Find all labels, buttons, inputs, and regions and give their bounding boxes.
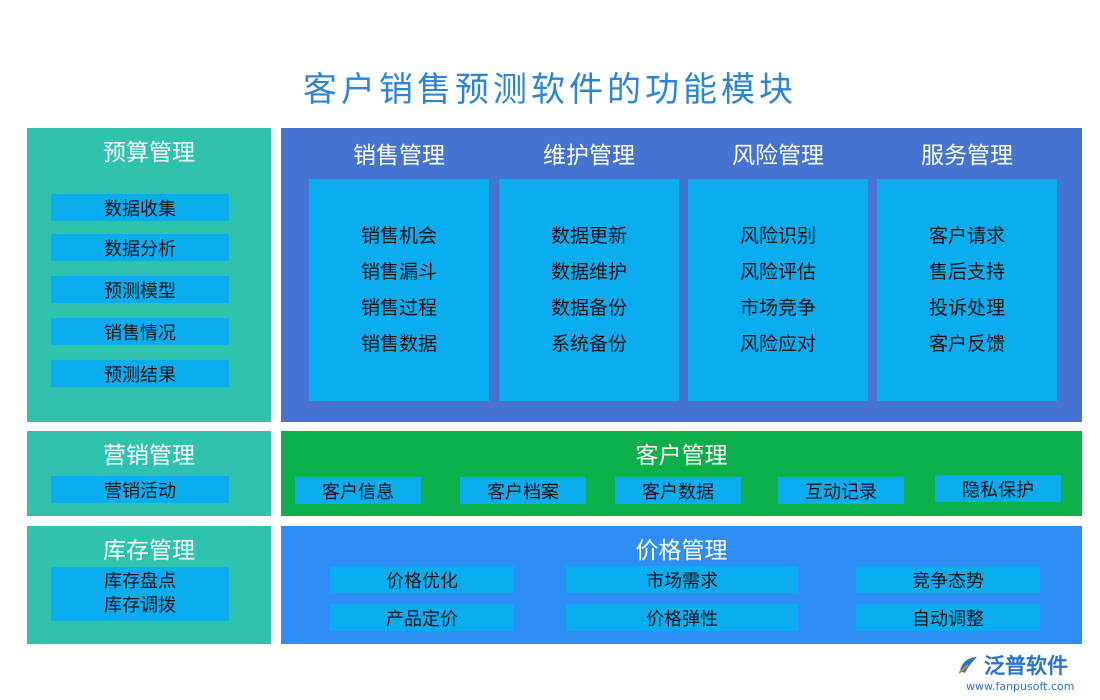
group-title-sales: 销售管理 — [353, 143, 445, 169]
group-title-maintenance: 维护管理 — [543, 143, 635, 169]
budget-item: 数据收集 — [51, 194, 229, 221]
group-title-risk: 风险管理 — [732, 143, 824, 169]
page-title: 客户销售预测软件的功能模块 — [303, 70, 797, 110]
pricing-item: 产品定价 — [330, 604, 514, 631]
group-item: 数据备份 — [550, 296, 627, 319]
group-box-sales: 销售机会 销售漏斗 销售过程 销售数据 — [309, 179, 489, 401]
group-item: 风险应对 — [739, 332, 816, 355]
group-item: 风险识别 — [739, 224, 816, 247]
budget-item: 销售情况 — [51, 318, 229, 345]
inventory-items-box: 库存盘点 库存调拨 — [51, 567, 229, 621]
marketing-title: 营销管理 — [103, 443, 195, 469]
group-item: 客户请求 — [928, 224, 1005, 247]
pricing-item: 价格优化 — [330, 566, 514, 593]
customer-title: 客户管理 — [635, 443, 728, 469]
group-item: 市场竞争 — [739, 296, 816, 319]
inventory-title: 库存管理 — [103, 538, 195, 564]
brand-name: 泛普软件 — [984, 654, 1068, 678]
group-item: 销售机会 — [360, 224, 437, 247]
group-title-service: 服务管理 — [921, 143, 1013, 169]
pricing-item: 自动调整 — [856, 604, 1040, 631]
customer-item: 客户数据 — [615, 477, 741, 504]
customer-item: 客户信息 — [295, 477, 421, 504]
budget-item: 预测结果 — [51, 360, 229, 387]
group-box-risk: 风险识别 风险评估 市场竞争 风险应对 — [688, 179, 868, 401]
brand-logo: 泛普软件 www.fanpusoft.com — [956, 650, 1086, 694]
budget-title: 预算管理 — [103, 140, 195, 166]
brand-url: www.fanpusoft.com — [966, 680, 1075, 693]
pricing-item: 竞争态势 — [856, 566, 1040, 593]
customer-item: 客户档案 — [460, 477, 586, 504]
inventory-item: 库存盘点 — [104, 571, 176, 592]
group-item: 销售过程 — [360, 296, 437, 319]
inventory-item: 库存调拨 — [104, 595, 176, 616]
customer-item: 互动记录 — [778, 477, 904, 504]
group-item: 投诉处理 — [928, 296, 1005, 319]
group-item: 数据维护 — [550, 260, 627, 283]
group-item: 销售漏斗 — [360, 260, 437, 283]
group-item: 售后支持 — [928, 260, 1005, 283]
group-item: 销售数据 — [360, 332, 437, 355]
group-box-maintenance: 数据更新 数据维护 数据备份 系统备份 — [499, 179, 679, 401]
pricing-item: 价格弹性 — [566, 604, 798, 631]
group-item: 风险评估 — [739, 260, 816, 283]
budget-item: 数据分析 — [51, 234, 229, 261]
group-box-service: 客户请求 售后支持 投诉处理 客户反馈 — [877, 179, 1057, 401]
pricing-title: 价格管理 — [635, 538, 728, 564]
pricing-item: 市场需求 — [566, 566, 798, 593]
customer-item: 隐私保护 — [935, 475, 1061, 502]
group-item: 客户反馈 — [928, 332, 1005, 355]
budget-item: 预测模型 — [51, 276, 229, 303]
group-item: 数据更新 — [550, 224, 627, 247]
marketing-item: 营销活动 — [51, 476, 229, 503]
group-item: 系统备份 — [550, 332, 627, 355]
brand-logo-icon — [958, 657, 977, 674]
